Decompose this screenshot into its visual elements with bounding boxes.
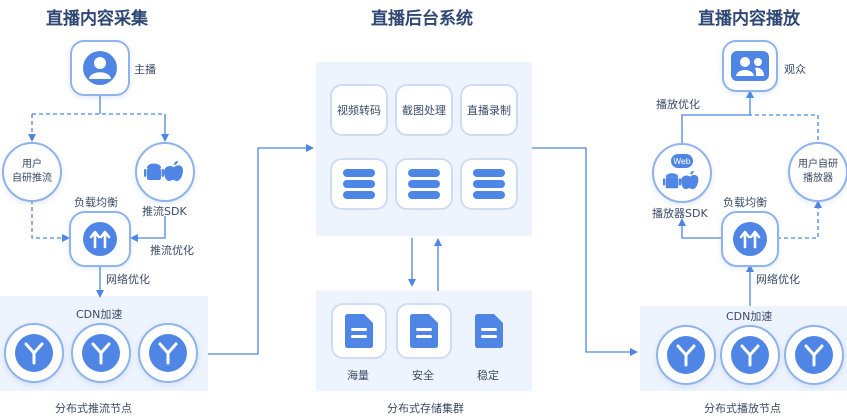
storage-cluster-label: 分布式存储集群 xyxy=(387,402,464,415)
play-node-2 xyxy=(720,325,780,385)
right-cdn-label: CDN加速 xyxy=(726,310,773,323)
left-load-balancer-node xyxy=(69,211,131,267)
tile-transcode: 视频转码 xyxy=(330,84,388,136)
push-nodes-label: 分布式推流节点 xyxy=(55,402,132,415)
cdn-node-icon xyxy=(795,336,833,374)
play-node-3 xyxy=(784,325,844,385)
db-tile-2 xyxy=(395,158,453,210)
right-load-balance-label: 负载均衡 xyxy=(723,196,767,209)
cdn-node-icon xyxy=(149,334,187,372)
web-badge-label: Web xyxy=(673,156,691,166)
storage-secure xyxy=(396,303,452,359)
anchor-label: 主播 xyxy=(134,63,156,76)
self-player-node: 用户自研 播放器 xyxy=(788,142,847,202)
storage-massive-label: 海量 xyxy=(347,369,369,382)
player-sdk-label: 播放器SDK xyxy=(652,207,708,220)
play-nodes-label: 分布式播放节点 xyxy=(704,402,781,415)
right-net-optimize-label: 网络优化 xyxy=(756,273,800,286)
load-balance-icon xyxy=(733,222,767,256)
audience-label: 观众 xyxy=(784,63,806,76)
storage-secure-label: 安全 xyxy=(412,369,434,382)
self-player-label: 用户自研 播放器 xyxy=(798,159,838,184)
document-icon xyxy=(410,314,438,348)
database-icon xyxy=(343,169,375,199)
cdn-node-icon xyxy=(667,336,705,374)
cdn-node-icon xyxy=(82,334,120,372)
db-tile-3 xyxy=(460,158,518,210)
left-load-balance-label: 负载均衡 xyxy=(74,196,118,209)
document-icon xyxy=(345,314,373,348)
push-optimize-label: 推流优化 xyxy=(150,244,194,257)
self-push-node: 用户 自研推流 xyxy=(2,142,62,202)
tile-recording: 直播录制 xyxy=(460,84,518,136)
android-apple-icon xyxy=(662,171,699,190)
storage-massive xyxy=(331,303,387,359)
database-icon xyxy=(408,169,440,199)
db-tile-1 xyxy=(330,158,388,210)
storage-stable-label: 稳定 xyxy=(477,369,499,382)
audience-node xyxy=(722,40,778,92)
player-sdk-node: Web xyxy=(652,143,712,203)
load-balance-icon xyxy=(83,222,117,256)
push-sdk-label: 推流SDK xyxy=(142,205,187,218)
self-push-label: 用户 自研推流 xyxy=(12,159,52,184)
web-badge: Web xyxy=(671,154,693,168)
audience-group-icon xyxy=(731,51,769,81)
document-icon xyxy=(475,314,503,348)
title-backend: 直播后台系统 xyxy=(371,9,473,29)
tile-transcode-label: 视频转码 xyxy=(337,104,381,117)
storage-stable xyxy=(461,303,517,359)
tile-screenshot: 截图处理 xyxy=(395,84,453,136)
cdn-node-icon xyxy=(731,336,769,374)
left-net-optimize-label: 网络优化 xyxy=(106,273,150,286)
tile-recording-label: 直播录制 xyxy=(467,104,511,117)
right-load-balancer-node xyxy=(721,211,779,267)
play-node-1 xyxy=(656,325,716,385)
title-playback: 直播内容播放 xyxy=(698,9,800,29)
play-optimize-label: 播放优化 xyxy=(656,98,700,111)
title-collect: 直播内容采集 xyxy=(46,9,148,29)
tile-screenshot-label: 截图处理 xyxy=(402,104,446,117)
anchor-user-icon xyxy=(83,51,117,85)
push-sdk-node xyxy=(135,142,195,202)
push-node-1 xyxy=(4,323,64,383)
left-cdn-label: CDN加速 xyxy=(76,308,123,321)
anchor-node xyxy=(70,40,130,96)
android-apple-icon xyxy=(144,161,183,181)
push-node-3 xyxy=(138,323,198,383)
database-icon xyxy=(473,169,505,199)
push-node-2 xyxy=(71,323,131,383)
cdn-node-icon xyxy=(15,334,53,372)
